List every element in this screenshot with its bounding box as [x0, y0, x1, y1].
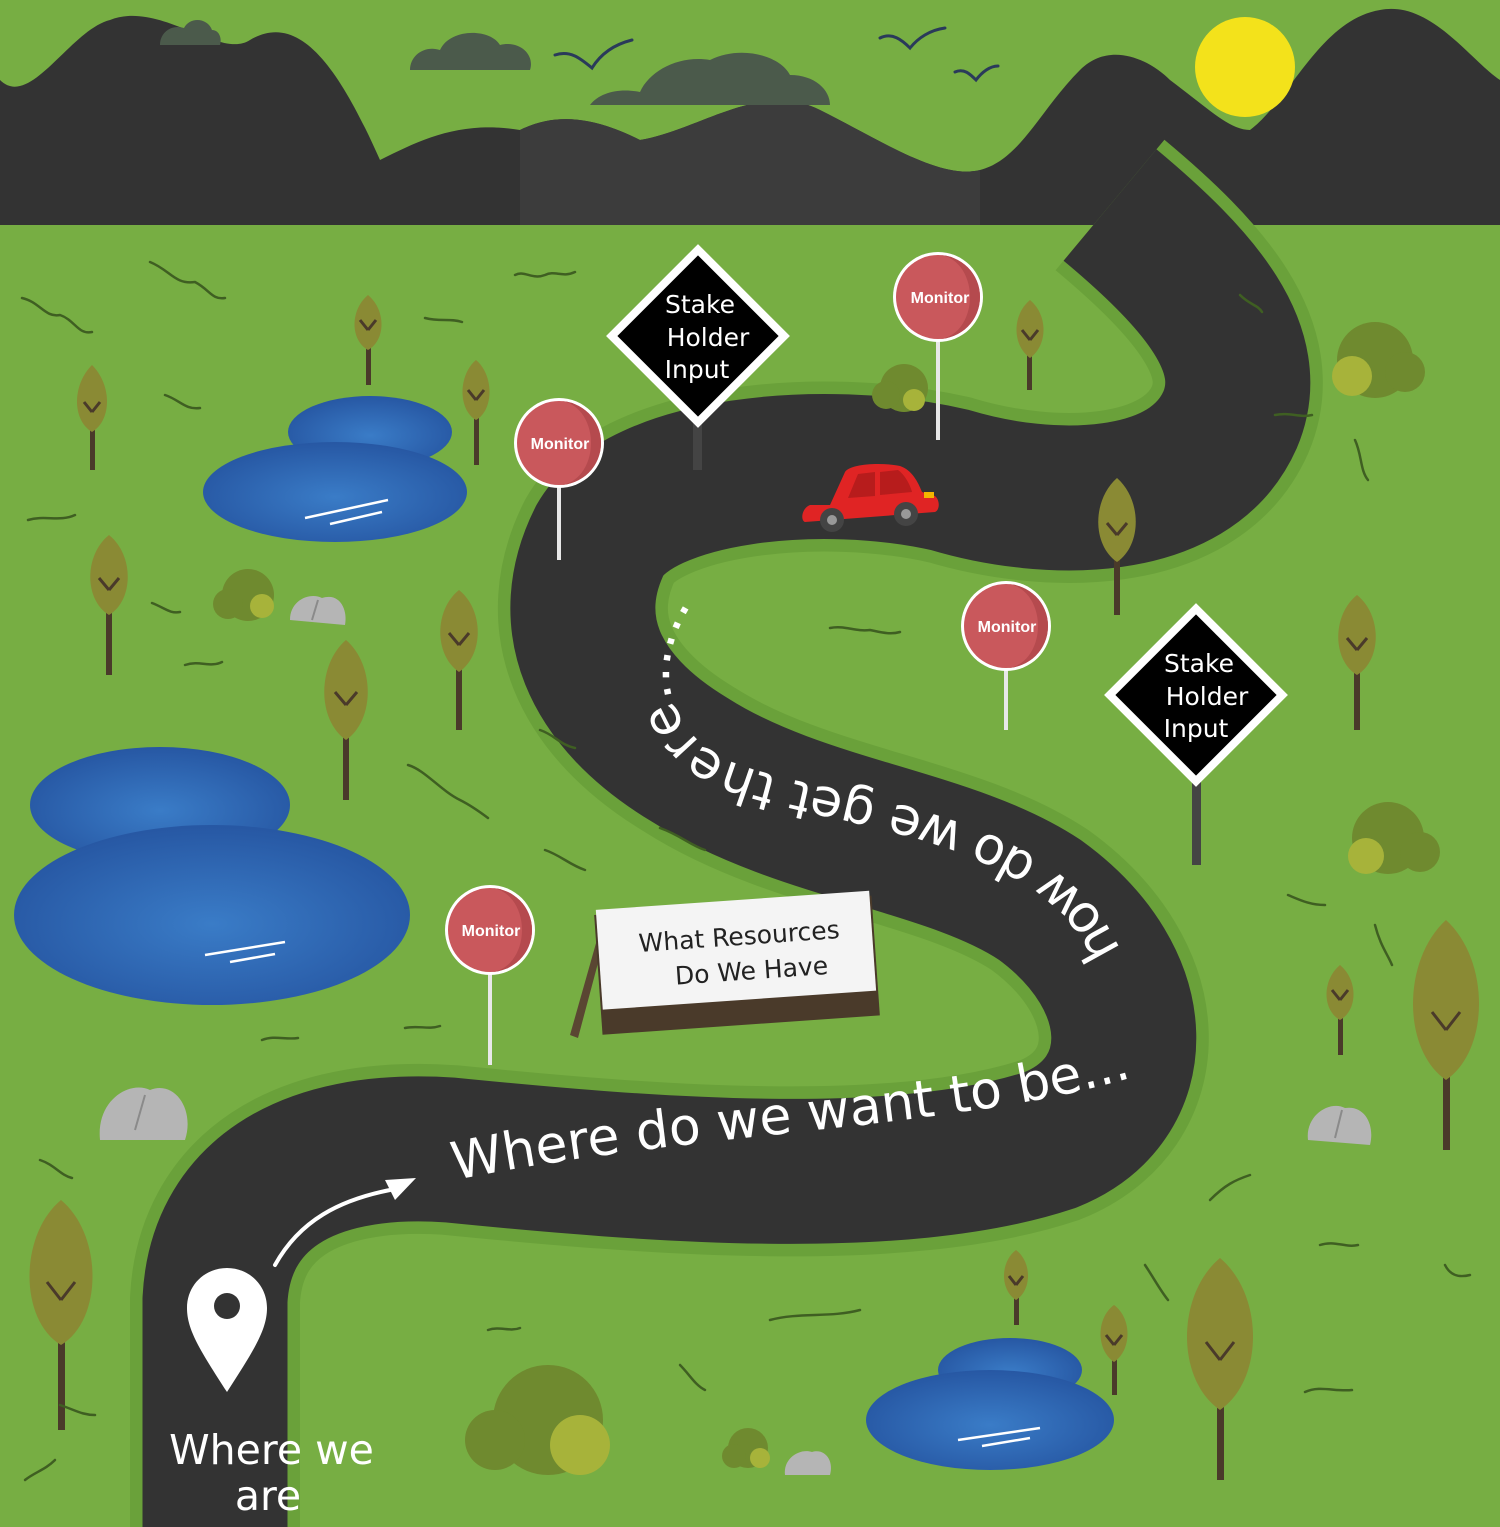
tree-15 — [1187, 1258, 1253, 1480]
lake-2 — [14, 747, 410, 1005]
where-we-are-line-1: Where we — [169, 1426, 374, 1474]
stakeholder-2-line-2: Holder — [1166, 682, 1249, 711]
curved-arrow-icon — [273, 1178, 416, 1267]
rock-4 — [784, 1451, 832, 1475]
cloud-3 — [590, 52, 830, 105]
resources-board: What ResourcesDo We Have — [570, 890, 880, 1038]
rock-2 — [99, 1087, 188, 1140]
tree-1 — [77, 365, 107, 470]
lake-3 — [866, 1338, 1114, 1470]
bush-2 — [872, 364, 928, 412]
monitor-sign-3: Monitor — [961, 581, 1051, 730]
rock-3 — [1307, 1105, 1372, 1145]
tree-9 — [1338, 595, 1376, 730]
monitor-sign-4: Monitor — [445, 885, 535, 1065]
tree-2 — [354, 295, 382, 385]
bush-5 — [465, 1365, 610, 1475]
tree-13 — [1004, 1250, 1028, 1325]
stakeholder-1-line-1: Stake — [665, 290, 735, 319]
tree-12 — [29, 1200, 93, 1430]
svg-text:Where we are: Where we are — [169, 1426, 387, 1520]
tree-7 — [1016, 300, 1044, 390]
where-we-are-line-2: are — [235, 1472, 301, 1520]
rock-1 — [290, 596, 346, 625]
stakeholder-1-line-2: Holder — [667, 323, 750, 352]
tree-3 — [462, 360, 490, 465]
stakeholder-2-line-3: Input — [1164, 714, 1229, 743]
monitor-sign-1: Monitor — [893, 252, 983, 440]
monitor-2-label: Monitor — [531, 436, 590, 453]
tree-8 — [1098, 478, 1136, 615]
tree-14 — [1100, 1305, 1128, 1395]
tree-11 — [1413, 920, 1479, 1150]
birds — [553, 26, 1000, 83]
monitor-4-label: Monitor — [462, 923, 521, 940]
location-pin-icon — [187, 1268, 267, 1392]
sign-post — [693, 422, 702, 470]
car-icon — [802, 464, 939, 532]
mountain-shadow — [520, 100, 980, 225]
sign-post — [1192, 780, 1201, 865]
bush-1 — [213, 569, 274, 621]
tree-10 — [1326, 965, 1354, 1055]
monitor-sign-2: Monitor — [514, 398, 604, 560]
lake-1 — [203, 396, 467, 542]
stakeholder-1-line-3: Input — [665, 355, 730, 384]
grass-strokes — [20, 260, 1472, 1482]
monitor-1-label: Monitor — [911, 290, 970, 307]
sun — [1195, 17, 1295, 117]
tree-4 — [90, 535, 128, 675]
stakeholder-2-line-1: Stake — [1164, 649, 1234, 678]
bush-3 — [1332, 322, 1425, 398]
bush-6 — [722, 1428, 770, 1468]
cloud-1 — [160, 19, 221, 45]
bush-4 — [1348, 802, 1440, 874]
tree-6 — [324, 640, 368, 800]
monitor-3-label: Monitor — [978, 619, 1037, 636]
cloud-2 — [410, 32, 531, 70]
tree-5 — [440, 590, 478, 730]
